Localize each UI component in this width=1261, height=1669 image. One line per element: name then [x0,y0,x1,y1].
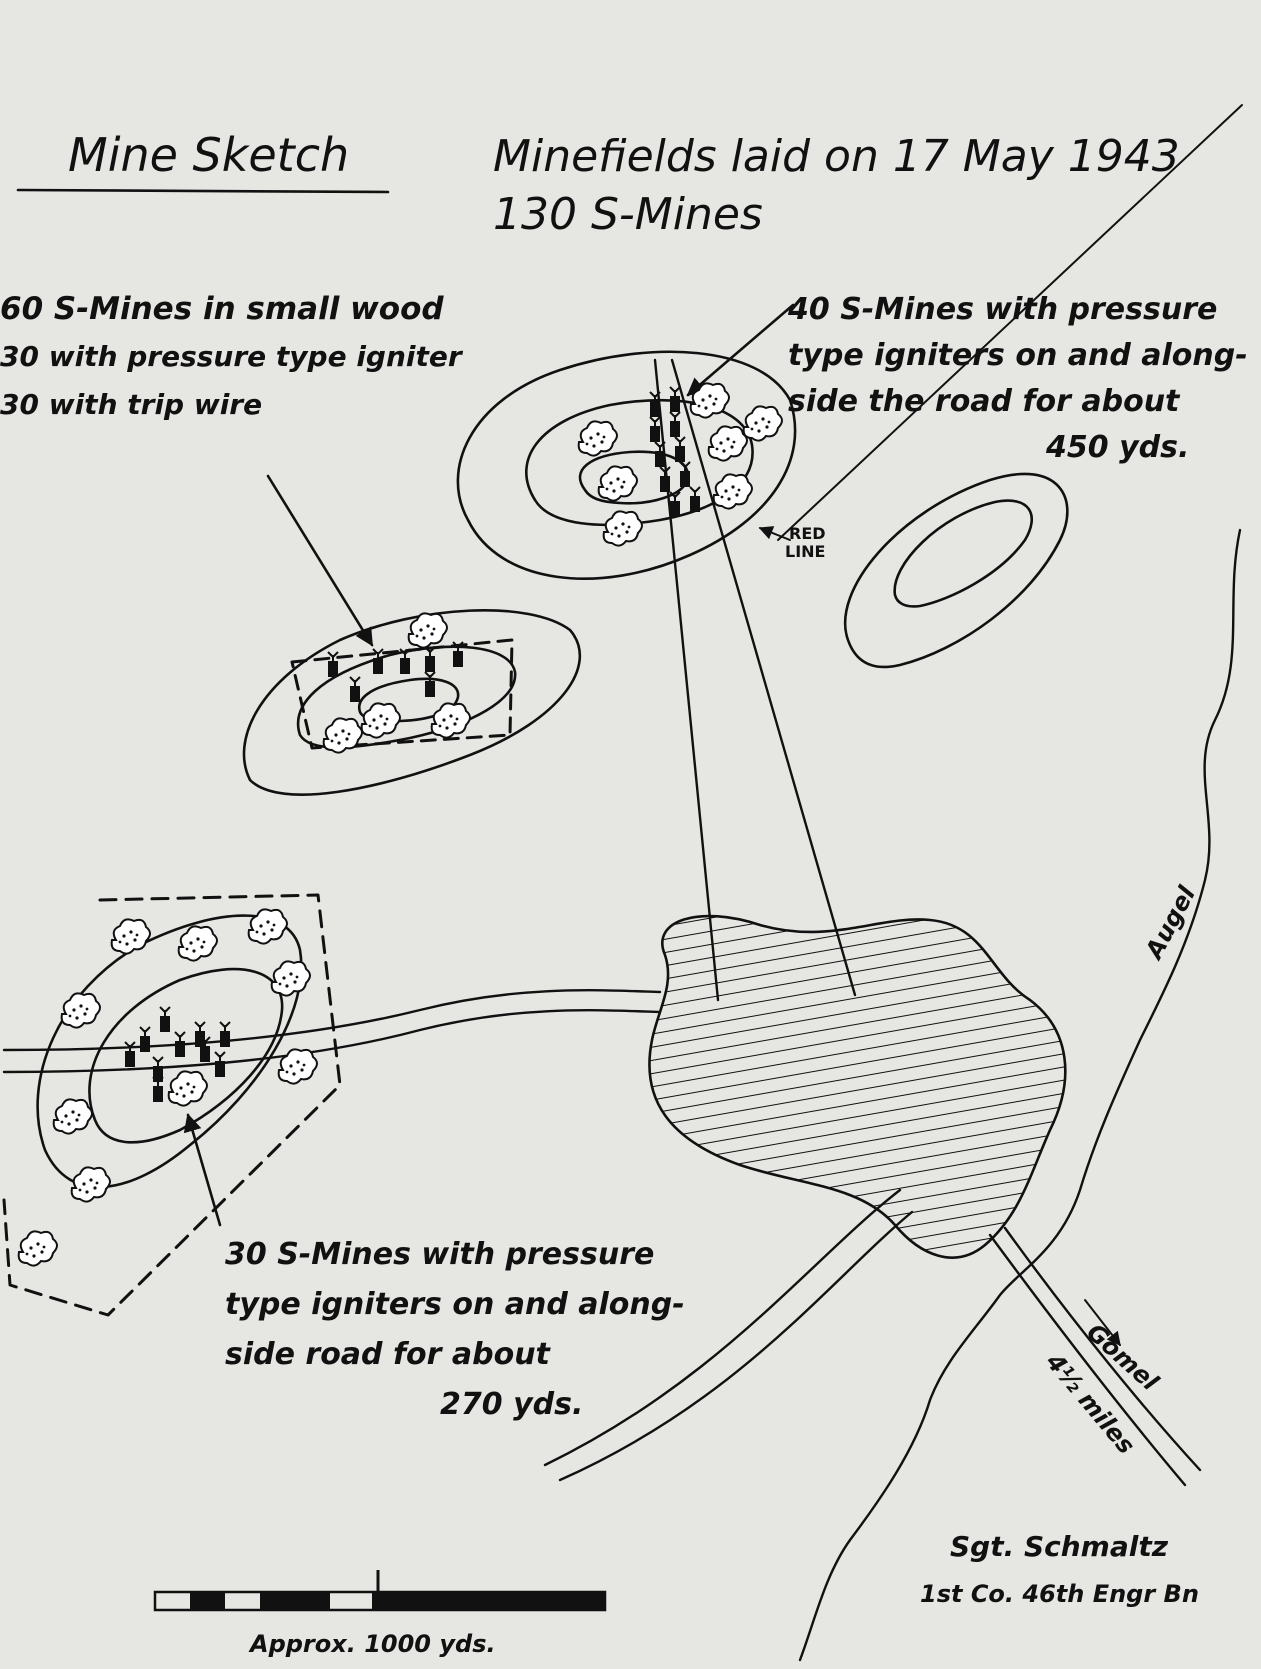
roads [2,358,1202,1487]
red-line-label-line: RED [789,524,826,543]
title-underline [16,188,390,194]
small-wood-note-line: 30 with trip wire [0,388,263,421]
north-road-note-line: 450 yds. [1046,430,1190,465]
small-wood-minefield-boundary [290,638,514,750]
red-line-label-line: LINE [785,542,826,561]
west-road-note: 30 S-Mines with pressure type igniters o… [225,1230,685,1430]
north-road-arrow [686,303,795,397]
north-road-note-line: 40 S-Mines with pressure [788,292,1218,327]
north-road-note: 40 S-Mines with pressure type igniters o… [788,287,1248,471]
small-wood-note: 60 S-Mines in small wood 30 with pressur… [0,285,462,429]
north-road-note-line: side the road for about [788,384,1180,419]
small-wood-note-line: 30 with pressure type igniter [0,340,462,373]
north-road-note-line: type igniters on and along- [788,338,1248,373]
west-hill [36,914,303,1189]
red-line [777,104,1243,541]
east-hill [843,472,1069,669]
heading-date-line: Minefields laid on 17 May 1943 [493,131,1180,182]
small-wood-note-line: 60 S-Mines in small wood [0,291,444,327]
west-road-arrow [183,1113,222,1227]
red-line-arrow [758,526,791,541]
signature-name: Sgt. Schmaltz [950,1530,1169,1563]
gomel-arrow [1084,1299,1121,1347]
river-augel [798,528,1242,1662]
north-hill [456,350,797,580]
west-road-note-line: type igniters on and along- [225,1287,685,1322]
small-wood-arrow [266,474,374,647]
west-road-note-line: 270 yds. [440,1387,584,1422]
signature-unit: 1st Co. 46th Engr Bn [920,1580,1199,1608]
red-line-label: RED LINE [785,525,826,561]
west-road-note-line: side road for about [225,1337,550,1372]
west-minefield-boundary [2,893,342,1317]
scale-bar [153,1570,607,1612]
map-title: Mine Sketch [68,128,350,182]
heading-total-line: 130 S-Mines [493,189,763,240]
bushes [17,382,783,1267]
scale-label: Approx. 1000 yds. [250,1630,496,1658]
map-heading: Minefields laid on 17 May 1943 130 S-Min… [493,128,1180,244]
west-road-note-line: 30 S-Mines with pressure [225,1237,655,1272]
town-area [648,914,1067,1259]
